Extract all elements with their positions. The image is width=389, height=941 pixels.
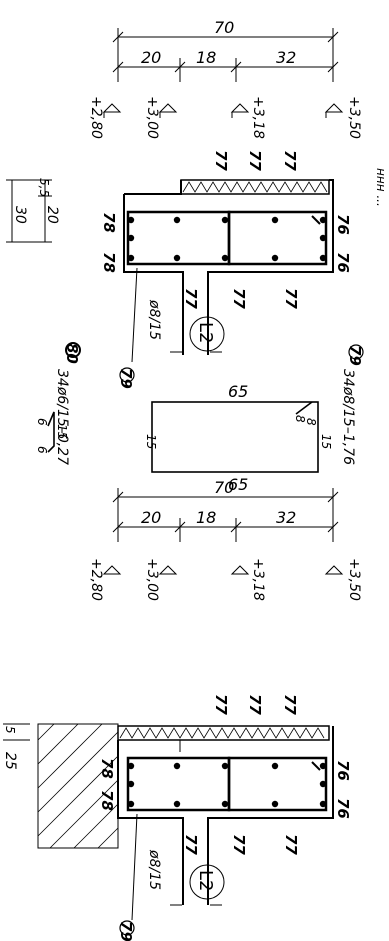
spec-79: 34ø8/15–1,76 (340, 369, 356, 465)
bottom-tag-78-b: 78 (98, 790, 116, 811)
top-section (6, 28, 364, 383)
bottom-section-text: 70 20 18 32 +2,80 +3,00 +3,18 +3,50 5 25… (2, 478, 362, 941)
bottom-tag-77-e: 77 (230, 834, 248, 855)
bottom-level-2: +3,00 (144, 558, 160, 601)
top-level-4: +3,50 (346, 96, 362, 139)
bottom-tag-77-d: 77 (182, 834, 200, 855)
bend-len-top: 65 (228, 382, 248, 401)
bottom-tag-77-b: 77 (246, 694, 264, 715)
bending-shapes (47, 401, 319, 473)
small-shape-c: 6 (35, 446, 49, 454)
top-note: ннн ... (374, 168, 388, 207)
bend-len-left: 15 (144, 434, 158, 449)
tag-76-a: 76 (334, 214, 352, 235)
tag-77-a: 77 (212, 150, 230, 171)
bottom-beam-label: L2 (195, 870, 216, 891)
top-side-dim-3: 30 (12, 206, 28, 224)
top-side-dim-1: 5,5 (37, 178, 51, 197)
bottom-dim-c: 32 (276, 508, 296, 527)
bottom-tag-76-a: 76 (334, 760, 352, 781)
tag-77-c: 77 (281, 150, 299, 171)
bottom-tag-76-b: 76 (334, 798, 352, 819)
tag-76-b: 76 (334, 252, 352, 273)
top-level-2: +3,00 (144, 96, 160, 139)
bottom-level-1: +2,80 (88, 558, 104, 601)
bottom-tag-77-a: 77 (212, 694, 230, 715)
bottom-tag-78-a: 78 (98, 758, 116, 779)
tag-77-f: 77 (282, 288, 300, 309)
bottom-side-dim-2: 25 (2, 752, 18, 770)
bending-text: 34ø6/15–0,27 34ø8/15–1,76 65 65 15 15 8 … (35, 369, 356, 494)
top-level-1: +2,80 (88, 96, 104, 139)
bend-len-right: 15 (319, 434, 333, 449)
bottom-stirrup-label: ø8/15 (146, 849, 162, 890)
top-dim-c: 32 (276, 48, 296, 67)
tag-78-b: 78 (100, 252, 118, 273)
bottom-level-4: +3,50 (346, 558, 362, 601)
top-tag-79: 79 (117, 368, 135, 389)
bottom-tag-79: 79 (117, 921, 135, 941)
bend-hook-a: 8 (293, 415, 307, 423)
small-shape-a: 6 (35, 418, 49, 426)
tag-78-a: 78 (100, 212, 118, 233)
bottom-tag-77-c: 77 (281, 694, 299, 715)
top-section-text: 70 20 18 32 +2,80 +3,00 +3,18 +3,50 5,5 … (12, 18, 388, 389)
bottom-section (3, 488, 344, 936)
bottom-side-dim-1: 5 (3, 726, 17, 734)
bottom-tag-77-f: 77 (282, 834, 300, 855)
top-stirrup-label: ø8/15 (146, 299, 162, 340)
bottom-dim-b: 18 (196, 508, 216, 527)
top-level-3: +3,18 (250, 96, 266, 139)
tag-77-e: 77 (230, 288, 248, 309)
top-dim-total: 70 (214, 18, 234, 37)
top-dim-a: 20 (141, 48, 161, 67)
tag-80: 80 (63, 343, 81, 364)
top-side-dim-2: 20 (44, 206, 60, 224)
bend-hook-b: 8 (304, 418, 318, 426)
tag-79-right: 79 (346, 345, 364, 366)
bottom-dim-a: 20 (141, 508, 161, 527)
small-shape-b: 15 (55, 424, 69, 439)
spec-80: 34ø6/15–0,27 (54, 369, 70, 465)
bend-len-bottom: 65 (228, 475, 248, 494)
bottom-level-3: +3,18 (250, 558, 266, 601)
top-beam-label: L2 (195, 322, 216, 343)
bottom-dim-total: 70 (214, 478, 234, 497)
top-dim-b: 18 (196, 48, 216, 67)
tag-77-b: 77 (246, 150, 264, 171)
tag-77-d: 77 (182, 288, 200, 309)
